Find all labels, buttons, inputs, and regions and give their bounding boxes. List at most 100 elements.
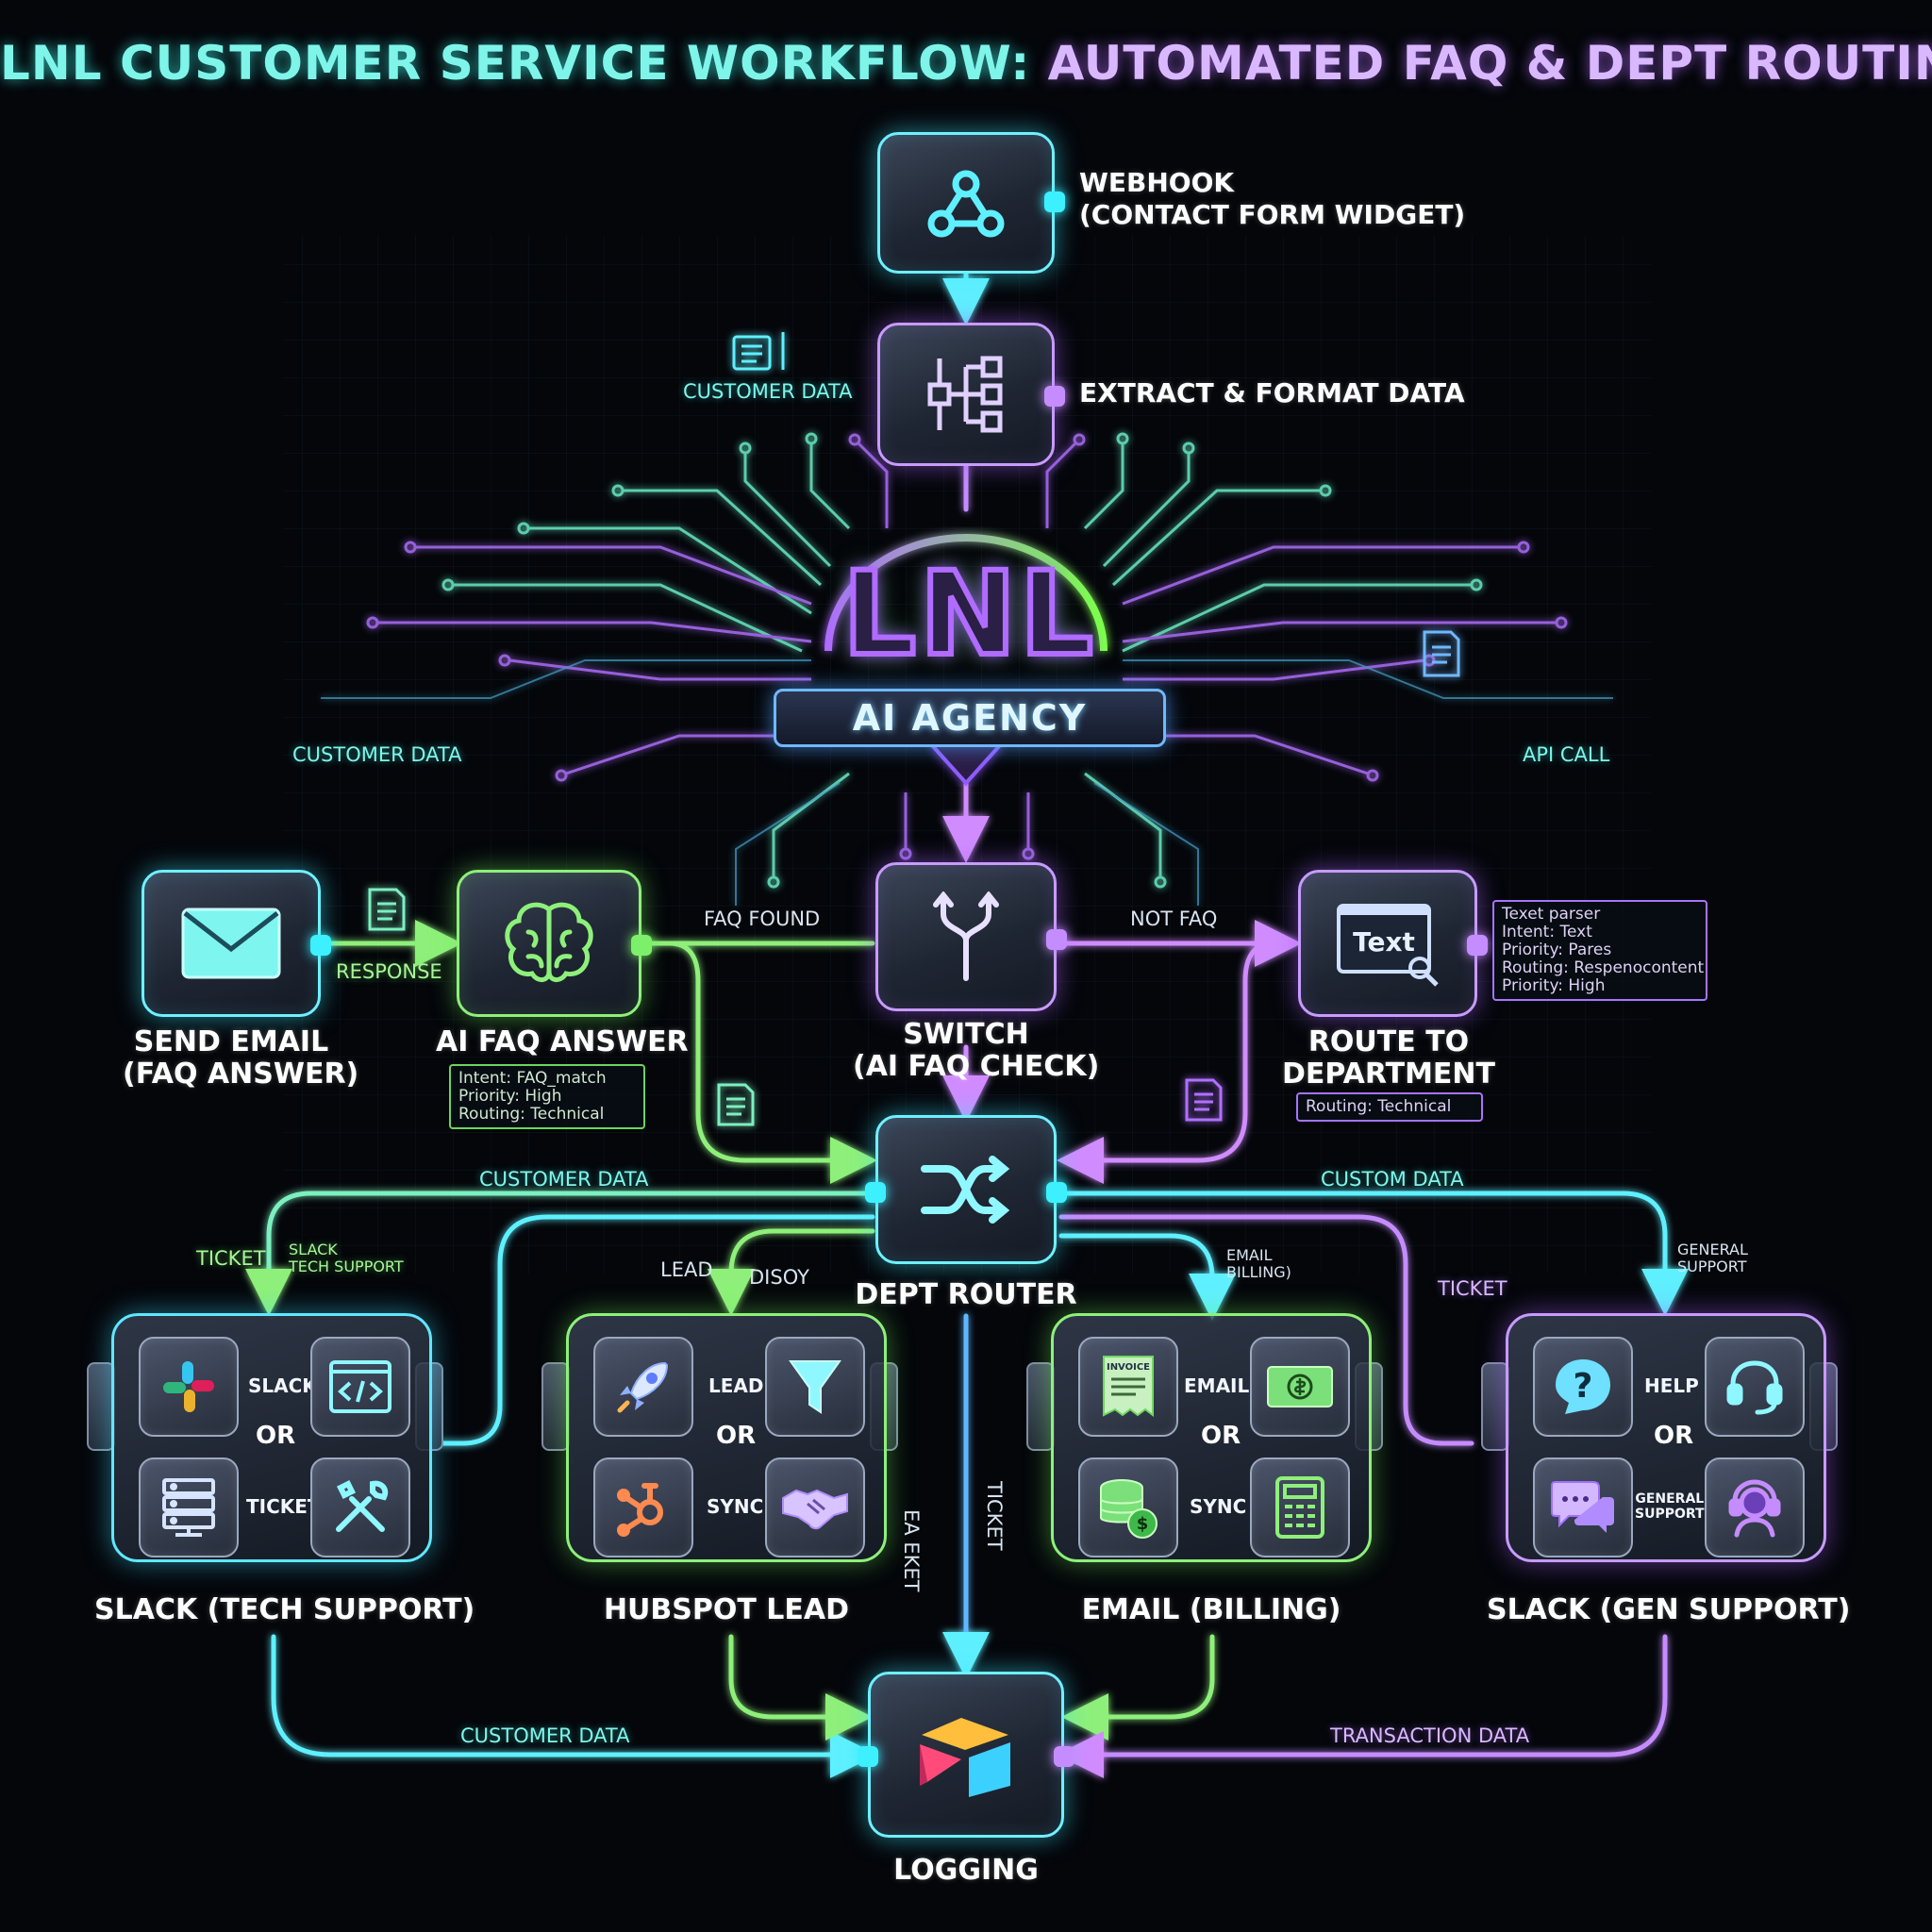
dept1-label-top: SLACK — [248, 1374, 317, 1397]
dept3-tile-coins[interactable]: $ — [1078, 1457, 1178, 1557]
dept4-tile-chat[interactable] — [1533, 1457, 1633, 1557]
dept2-tile-rocket[interactable] — [593, 1337, 693, 1437]
route-info-4: Routing: Respenocontent — [1502, 958, 1705, 977]
airtable-icon — [920, 1718, 1010, 1797]
svg-text:$: $ — [1137, 1514, 1149, 1534]
edge-disoy: DISOY — [749, 1266, 809, 1289]
dept3-or: OR — [1201, 1422, 1241, 1450]
hub-logo: LNL — [840, 544, 1097, 684]
route-line1: ROUTE TO — [1307, 1025, 1470, 1058]
ai-faq-info-3: Routing: Technical — [458, 1105, 605, 1124]
route-parser-infobox: Texet parser Intent: Text Priority: Pare… — [1492, 900, 1707, 1001]
dept1-tile-server[interactable] — [139, 1457, 239, 1557]
edge-slack-tech-1: SLACK — [289, 1241, 338, 1258]
edge-customer-data-left: CUSTOMER DATA — [292, 743, 462, 766]
edge-ticket-left: TICKET — [196, 1247, 266, 1270]
logging-label: LOGGING — [893, 1854, 1039, 1887]
dept2-tile-funnel[interactable] — [765, 1337, 865, 1437]
send-email-label: SEND EMAIL (FAQ ANSWER) — [123, 1025, 358, 1091]
dept4-or: OR — [1654, 1422, 1694, 1450]
edge-slack-tech: SLACK TECH SUPPORT — [289, 1241, 404, 1275]
dept4-label-bottom: GENERAL SUPPORT — [1635, 1491, 1705, 1522]
switch-line1: SWITCH — [903, 1018, 1029, 1051]
edge-transaction-data: TRANSACTION DATA — [1330, 1724, 1530, 1747]
route-info-5: Priority: High — [1502, 976, 1606, 995]
dept1-label-bottom: TICKET — [246, 1495, 321, 1518]
invoice-icon: INVOICE — [1103, 1356, 1154, 1417]
edge-customer-data-bottom: CUSTOMER DATA — [460, 1724, 630, 1747]
edge-email-billing: EMAIL BILLING) — [1226, 1247, 1291, 1281]
dept1-tile-code[interactable] — [310, 1337, 410, 1437]
dept3-tile-money[interactable] — [1250, 1337, 1350, 1437]
switch-line2: (AI FAQ CHECK) — [853, 1050, 1100, 1083]
slack-icon — [163, 1361, 214, 1412]
switch-node[interactable] — [875, 862, 1067, 1011]
edge-lead: LEAD — [660, 1258, 713, 1281]
dept-email-billing[interactable]: INVOICE EMAIL OR $ SYNC — [1051, 1313, 1372, 1562]
webhook-label-line1: WEBHOOK — [1079, 167, 1235, 198]
dept3-label-bottom: SYNC — [1190, 1495, 1247, 1518]
switch-label: SWITCH (AI FAQ CHECK) — [853, 1018, 1100, 1083]
route-department-node[interactable]: Text — [1298, 870, 1488, 1017]
send-email-line1: SEND EMAIL — [133, 1025, 329, 1058]
ai-faq-info-2: Priority: High — [458, 1087, 562, 1106]
dept2-or: OR — [716, 1422, 757, 1450]
edge-ticket-right: TICKET — [1438, 1277, 1507, 1300]
dept4-tile-headset[interactable] — [1705, 1337, 1805, 1437]
brain-icon — [505, 902, 593, 982]
dept1-or: OR — [256, 1422, 296, 1450]
ai-faq-node[interactable] — [457, 870, 652, 1017]
dept3-label-top: EMAIL — [1184, 1374, 1250, 1397]
headset-icon — [1726, 1360, 1783, 1415]
dept1-tile-slack[interactable] — [139, 1337, 239, 1437]
text-parser-icon-word: Text — [1353, 926, 1415, 958]
dept1-tile-tools[interactable] — [310, 1457, 410, 1557]
route-line2: DEPARTMENT — [1282, 1058, 1495, 1091]
text-parser-icon: Text — [1337, 904, 1439, 987]
title-part-2: AUTOMATED FAQ & DEPT ROUTING — [1047, 36, 1932, 91]
server-icon — [162, 1478, 215, 1537]
ai-faq-infobox: Intent: FAQ_match Priority: High Routing… — [449, 1064, 645, 1129]
dept2-label-bottom: SYNC — [707, 1495, 764, 1518]
route-label: ROUTE TO DEPARTMENT — [1275, 1026, 1502, 1091]
dept-router-label: DEPT ROUTER — [855, 1278, 1077, 1311]
extract-label: EXTRACT & FORMAT DATA — [1079, 377, 1465, 408]
extract-format-node[interactable] — [877, 323, 1065, 466]
hubspot-icon — [617, 1483, 663, 1537]
funnel-icon — [789, 1360, 841, 1414]
dept-router-node[interactable] — [865, 1115, 1067, 1264]
dept3-tile-calculator[interactable] — [1250, 1457, 1350, 1557]
dept3-tile-invoice[interactable]: INVOICE — [1078, 1337, 1178, 1437]
dept4-tile-agent[interactable] — [1705, 1457, 1805, 1557]
dept2-tile-hubspot[interactable] — [593, 1457, 693, 1557]
route-info-1: Texet parser — [1502, 905, 1601, 924]
logging-node[interactable] — [858, 1672, 1074, 1838]
route-small-infobox: Routing: Technical — [1296, 1092, 1483, 1122]
send-email-node[interactable] — [142, 870, 331, 1017]
edge-api-call: API CALL — [1523, 743, 1610, 766]
dept3-left-clip — [1026, 1362, 1055, 1451]
edge-slack-tech-2: TECH SUPPORT — [289, 1257, 404, 1275]
money-icon — [1267, 1366, 1333, 1407]
calculator-icon — [1275, 1476, 1324, 1539]
envelope-icon — [181, 908, 281, 979]
dept4-tile-question[interactable]: ? — [1533, 1337, 1633, 1437]
dept-slack-gen-support[interactable]: ? HELP OR GENERAL SUPPORT — [1506, 1313, 1826, 1562]
edge-email-billing-2: BILLING) — [1226, 1263, 1291, 1281]
route-info-3: Priority: Pares — [1502, 941, 1612, 959]
dept-slack-tech-support[interactable]: SLACK OR TICKET — [111, 1313, 432, 1562]
webhook-label-line2: (CONTACT FORM WIDGET) — [1079, 199, 1466, 230]
dept4-label-bottom-1: GENERAL — [1635, 1491, 1705, 1507]
dept-hubspot-lead[interactable]: LEAD OR SYNC — [566, 1313, 887, 1562]
webhook-node[interactable] — [877, 132, 1065, 274]
dept2-tile-handshake[interactable] — [765, 1457, 865, 1557]
rocket-icon — [617, 1361, 669, 1413]
edge-custom-data: CUSTOM DATA — [1321, 1168, 1464, 1191]
edge-customer-data-top: CUSTOMER DATA — [683, 380, 853, 403]
ai-faq-info-1: Intent: FAQ_match — [458, 1069, 607, 1088]
tree-structure-icon — [927, 356, 1003, 433]
hub-tagline: AI AGENCY — [774, 689, 1166, 747]
dept4-label-top: HELP — [1644, 1374, 1699, 1397]
edge-general-support-2: SUPPORT — [1677, 1257, 1747, 1275]
edge-general-support: GENERAL SUPPORT — [1677, 1241, 1748, 1275]
